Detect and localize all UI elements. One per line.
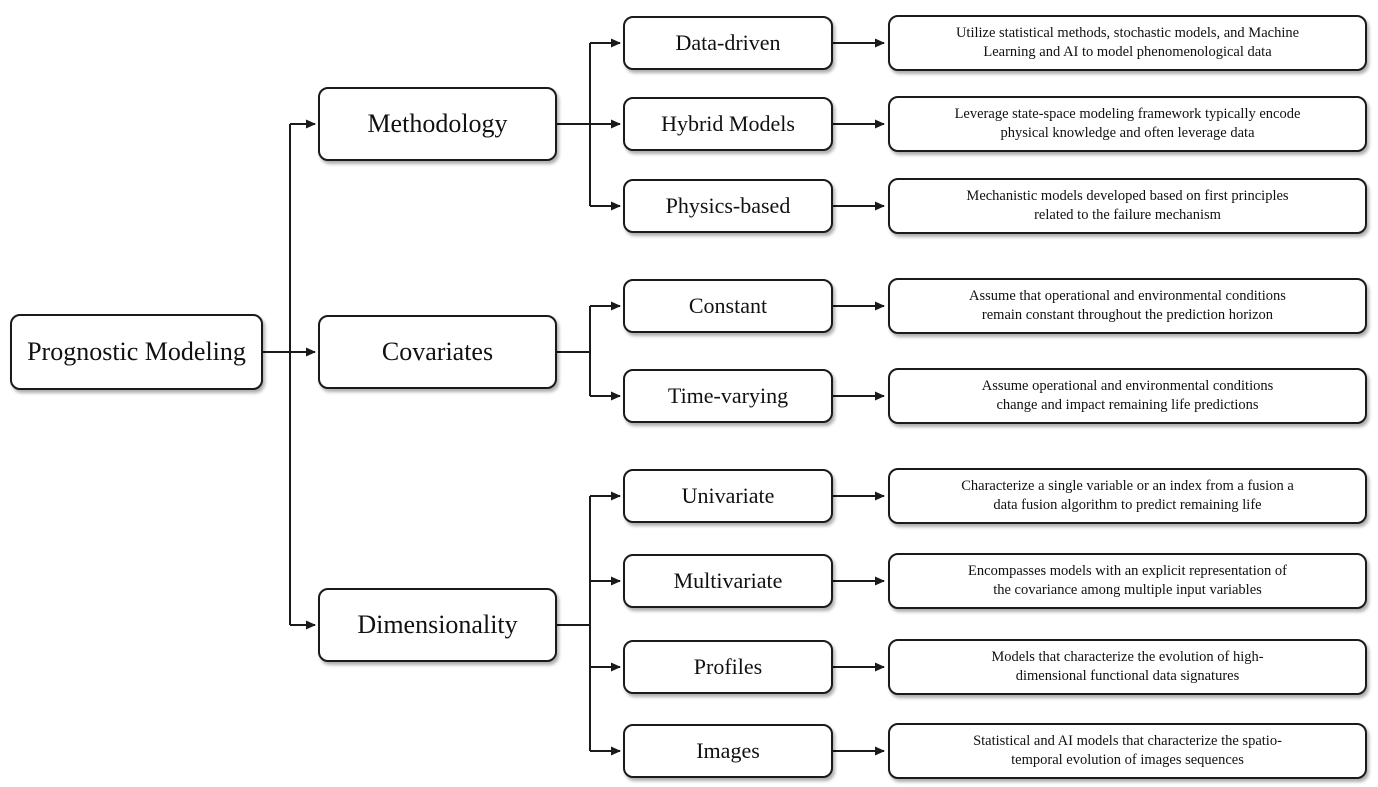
desc-text: Utilize statistical methods, stochastic … xyxy=(955,25,1300,41)
edge-covariates-children xyxy=(557,301,621,401)
desc-text: Characterize a single variable or an ind… xyxy=(961,478,1294,494)
node-profiles: Profiles xyxy=(623,640,833,694)
node-label: Covariates xyxy=(381,336,494,366)
node-label: Time-varying xyxy=(667,382,789,408)
node-label: Dimensionality xyxy=(357,609,518,639)
edge-leaf-descriptions xyxy=(833,38,885,756)
desc-univariate: Characterize a single variable or an ind… xyxy=(888,468,1367,524)
desc-text: physical knowledge and often leverage da… xyxy=(1000,125,1255,141)
edge-dimensionality-children xyxy=(557,491,621,756)
desc-text: related to the failure mechanism xyxy=(1034,207,1221,223)
desc-hybrid-models: Leverage state-space modeling framework … xyxy=(888,96,1367,152)
node-methodology: Methodology xyxy=(318,87,557,161)
desc-text: Learning and AI to model phenomenologica… xyxy=(983,44,1272,60)
node-dimensionality: Dimensionality xyxy=(318,588,557,662)
node-univariate: Univariate xyxy=(623,469,833,523)
node-prognostic-modeling: Prognostic Modeling xyxy=(10,314,263,390)
node-label: Images xyxy=(696,737,760,763)
node-label: Univariate xyxy=(681,482,775,508)
edge-methodology-children xyxy=(557,38,621,211)
desc-text: Encompasses models with an explicit repr… xyxy=(968,563,1287,579)
desc-text: data fusion algorithm to predict remaini… xyxy=(993,497,1262,513)
desc-text: Assume that operational and environmenta… xyxy=(969,288,1286,304)
desc-text: Mechanistic models developed based on fi… xyxy=(966,188,1289,204)
node-physics-based: Physics-based xyxy=(623,179,833,233)
node-data-driven: Data-driven xyxy=(623,16,833,70)
node-constant: Constant xyxy=(623,279,833,333)
desc-constant: Assume that operational and environmenta… xyxy=(888,278,1367,334)
node-label: Data-driven xyxy=(675,29,781,55)
node-hybrid-models: Hybrid Models xyxy=(623,97,833,151)
node-label: Physics-based xyxy=(665,192,791,218)
desc-text: Models that characterize the evolution o… xyxy=(991,649,1264,665)
desc-multivariate: Encompasses models with an explicit repr… xyxy=(888,553,1367,609)
desc-text: temporal evolution of images sequences xyxy=(1011,752,1244,768)
desc-text: Statistical and AI models that character… xyxy=(973,733,1282,749)
node-label: Multivariate xyxy=(673,567,783,593)
desc-text: the covariance among multiple input vari… xyxy=(993,582,1262,598)
node-label: Methodology xyxy=(367,108,508,138)
node-covariates: Covariates xyxy=(318,315,557,389)
desc-text: remain constant throughout the predictio… xyxy=(981,307,1274,323)
desc-text: Assume operational and environmental con… xyxy=(981,378,1274,394)
node-label: Profiles xyxy=(693,653,763,679)
node-label: Prognostic Modeling xyxy=(27,336,246,366)
desc-text: Leverage state-space modeling framework … xyxy=(954,106,1301,122)
node-time-varying: Time-varying xyxy=(623,369,833,423)
desc-data-driven: Utilize statistical methods, stochastic … xyxy=(888,15,1367,71)
desc-physics-based: Mechanistic models developed based on fi… xyxy=(888,178,1367,234)
desc-profiles: Models that characterize the evolution o… xyxy=(888,639,1367,695)
node-images: Images xyxy=(623,724,833,778)
edge-root-to-branches xyxy=(263,119,316,630)
desc-text: change and impact remaining life predict… xyxy=(996,397,1259,413)
desc-time-varying: Assume operational and environmental con… xyxy=(888,368,1367,424)
node-label: Hybrid Models xyxy=(661,110,795,136)
node-multivariate: Multivariate xyxy=(623,554,833,608)
desc-text: dimensional functional data signatures xyxy=(1015,668,1240,684)
node-label: Constant xyxy=(688,292,768,318)
desc-images: Statistical and AI models that character… xyxy=(888,723,1367,779)
